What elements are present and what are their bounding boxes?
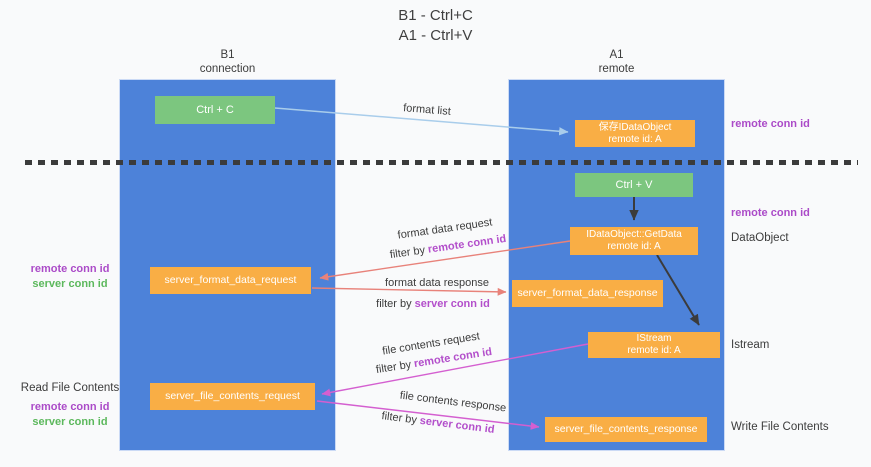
title-line-1: B1 - Ctrl+C — [398, 7, 473, 24]
node-ctrl-v: Ctrl + V — [575, 173, 693, 197]
annotation-remote-conn-id-left: remote conn id — [30, 263, 110, 275]
server-file-contents-request-label: server_file_contents_request — [165, 390, 300, 402]
edge-label-format-list: format list — [402, 102, 452, 118]
annotation-remote-conn-id-top: remote conn id — [731, 118, 810, 130]
annotation-server-conn-id-left-bottom: server conn id — [32, 416, 108, 428]
dashed-divider-line — [25, 160, 858, 165]
filter-by-text: filter by — [380, 410, 418, 427]
edge-label-format-data-response: format data response — [385, 277, 489, 289]
edge-label-file-contents-response: file contents response — [399, 389, 507, 415]
filter-by-text: filter by — [389, 244, 426, 262]
title-line-2: A1 - Ctrl+V — [398, 27, 473, 44]
node-ctrl-c: Ctrl + C — [155, 96, 275, 124]
annotation-left-conn-ids-bottom: remote conn id server conn id — [20, 400, 120, 430]
saved-idataobject-remote-id: remote id: A — [608, 133, 662, 145]
istream-line1: IStream — [636, 333, 672, 344]
annotation-remote-conn-id-mid: remote conn id — [731, 207, 810, 219]
filter-by-text: filter by — [376, 298, 412, 310]
annotation-write-file-contents: Write File Contents — [731, 421, 829, 433]
annotation-dataobject: DataObject — [731, 232, 789, 244]
istream-remote-id: remote id: A — [627, 345, 681, 356]
lane-header-a1: A1 remote — [508, 48, 725, 76]
node-server-file-contents-request: server_file_contents_request — [150, 383, 315, 410]
server-conn-id-highlight: server conn id — [414, 298, 490, 310]
lane-a1-name: A1 — [609, 49, 624, 61]
diagram-title: B1 - Ctrl+C A1 - Ctrl+V — [0, 6, 871, 46]
annotation-istream: Istream — [731, 339, 770, 351]
node-saved-idataobject: 保存IDataObject remote id: A — [575, 120, 695, 147]
annotation-left-conn-ids-mid: remote conn id server conn id — [20, 262, 120, 292]
node-server-format-data-response: server_format_data_response — [512, 280, 663, 307]
annotation-remote-conn-id-left-bottom: remote conn id — [30, 401, 110, 413]
server-format-data-response-label: server_format_data_response — [517, 287, 658, 299]
lane-a1-role: remote — [598, 63, 635, 75]
getdata-line1: IDataObject::GetData — [586, 229, 682, 240]
node-server-format-data-request: server_format_data_request — [150, 267, 311, 294]
ctrl-c-label: Ctrl + C — [196, 103, 234, 116]
annotation-read-file-contents: Read File Contents — [20, 382, 120, 394]
filter-by-text: filter by — [375, 358, 413, 377]
remote-conn-id-highlight: remote conn id — [427, 232, 507, 256]
saved-idataobject-line1: 保存IDataObject — [598, 121, 672, 133]
getdata-remote-id: remote id: A — [607, 241, 661, 252]
server-conn-id-highlight: server conn id — [419, 414, 496, 436]
lane-b1-name: B1 — [220, 49, 235, 61]
node-server-file-contents-response: server_file_contents_response — [545, 417, 707, 442]
lane-header-b1: B1 connection — [119, 48, 336, 76]
ctrl-v-label: Ctrl + V — [615, 178, 653, 191]
annotation-server-conn-id-left: server conn id — [32, 278, 108, 290]
node-istream: IStream remote id: A — [588, 332, 720, 358]
server-format-data-request-label: server_format_data_request — [164, 274, 297, 286]
node-idataobject-getdata: IDataObject::GetData remote id: A — [570, 227, 698, 255]
lane-b1-role: connection — [199, 63, 256, 75]
server-file-contents-response-label: server_file_contents_response — [554, 423, 698, 435]
